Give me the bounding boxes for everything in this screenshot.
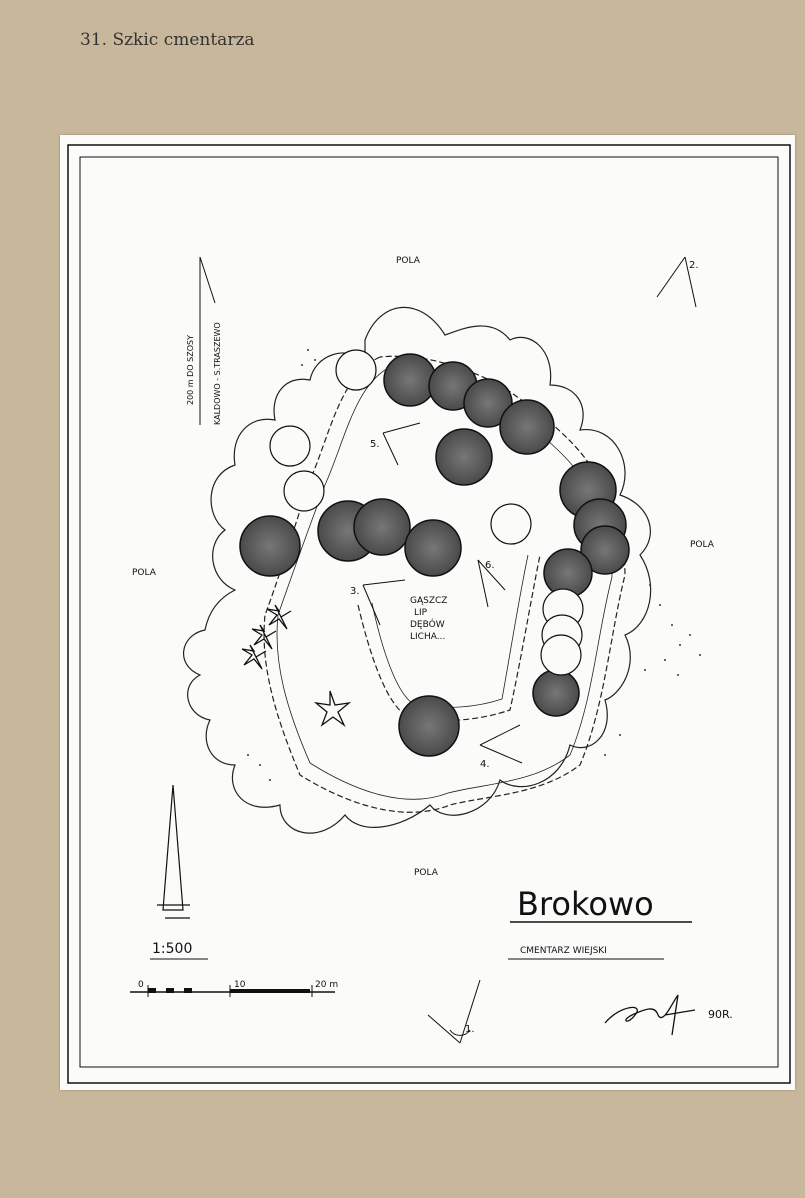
viewpoint-label-2: 2.: [689, 260, 699, 271]
cemetery-map: POLA POLA POLA POLA 200 m DO SZOSY KALDO…: [67, 144, 791, 1084]
trees-empty: [269, 349, 584, 676]
scale-bar: [130, 985, 335, 997]
svg-text:LICHA...: LICHA...: [410, 632, 445, 642]
viewpoint-label-1: 1.: [465, 1024, 475, 1035]
road-arrow: [199, 256, 216, 304]
scale-ratio: 1:500: [152, 941, 192, 957]
viewpoint-label-3: 3.: [350, 586, 360, 597]
field-label-south: POLA: [414, 868, 439, 878]
grave-markers: [241, 604, 352, 727]
scale-tick-10: 10: [234, 980, 246, 990]
viewpoint-4: [479, 724, 523, 764]
viewpoint-2: [656, 256, 697, 308]
viewpoint-3: [362, 579, 406, 626]
viewpoint-5: [382, 422, 421, 466]
field-label-north: POLA: [396, 256, 421, 266]
viewpoint-1: [427, 979, 481, 1044]
path-inner-u: [357, 554, 541, 722]
trees-dark: [239, 353, 630, 757]
viewpoint-label-6: 6.: [485, 560, 495, 571]
svg-text:DĘBÓW: DĘBÓW: [410, 618, 445, 630]
inner-frame: [79, 156, 779, 1068]
scale-tick-20: 20 m: [315, 980, 338, 990]
road-name-label: KALDOWO - S.TRASZEWO: [213, 322, 222, 425]
viewpoint-6: [477, 559, 506, 608]
field-label-east: POLA: [690, 540, 715, 550]
path-inner-edge: [276, 366, 613, 800]
north-arrow: [157, 784, 190, 919]
viewpoint-label-4: 4.: [480, 759, 490, 770]
cemetery-sketch-sheet: POLA POLA POLA POLA 200 m DO SZOSY KALDO…: [60, 135, 795, 1090]
outer-frame: [67, 144, 791, 1084]
sketch-title: Brokowo: [517, 885, 654, 923]
page-caption: 31. Szkic cmentarza: [80, 30, 255, 50]
svg-text:LIP: LIP: [414, 608, 428, 618]
stipple-dots: [247, 349, 701, 781]
svg-text:GĄSZCZ: GĄSZCZ: [410, 596, 447, 606]
field-label-west: POLA: [132, 568, 157, 578]
path-inner-u-edge: [371, 554, 529, 708]
road-distance-label: 200 m DO SZOSY: [186, 335, 195, 405]
signature-date: 90R.: [708, 1008, 733, 1021]
thicket-note: GĄSZCZ LIP DĘBÓW LICHA...: [410, 596, 447, 642]
author-signature: [604, 994, 696, 1036]
viewpoint-label-5: 5.: [370, 439, 380, 450]
vegetation-outline: [183, 306, 652, 834]
sketch-subtitle: CMENTARZ WIEJSKI: [520, 946, 607, 956]
scale-tick-0: 0: [138, 980, 144, 990]
